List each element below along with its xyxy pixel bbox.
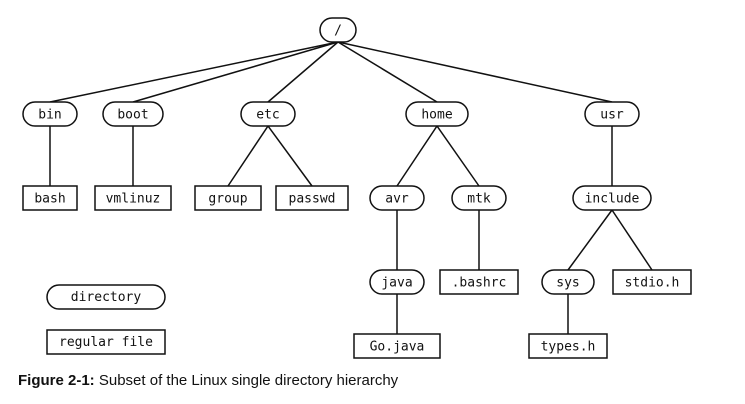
file-node-bash: bash (22, 185, 78, 211)
edge-root-bin (49, 41, 339, 103)
file-shape (94, 185, 172, 211)
node-label: avr (385, 192, 409, 207)
directory-node-home: home (405, 101, 469, 127)
file-shape (528, 333, 608, 359)
node-label: stdio.h (625, 276, 680, 291)
directory-node-sys: sys (541, 269, 595, 295)
edge-etc-group (227, 125, 269, 187)
directory-shape (572, 185, 652, 211)
edge-include-sys (567, 209, 613, 271)
directory-shape (541, 269, 595, 295)
directory-node-usr: usr (584, 101, 640, 127)
node-label: bash (34, 192, 65, 207)
tree-edges (49, 41, 653, 334)
node-label: group (208, 192, 247, 207)
directory-shape (319, 17, 357, 43)
node-label: mtk (467, 192, 491, 207)
edge-root-boot (132, 41, 339, 103)
legend-directory-shape (46, 284, 166, 310)
directory-shape (369, 185, 425, 211)
directory-node-root: / (319, 17, 357, 43)
figure-caption: Figure 2-1: Subset of the Linux single d… (18, 372, 398, 389)
directory-shape (405, 101, 469, 127)
node-label: bin (38, 108, 61, 123)
legend: directory regular file (46, 284, 166, 355)
file-node-gojava: Go.java (353, 333, 441, 359)
edge-include-stdio (611, 209, 653, 271)
directory-node-java: java (369, 269, 425, 295)
directory-node-etc: etc (240, 101, 296, 127)
file-node-typesh: types.h (528, 333, 608, 359)
file-shape (439, 269, 519, 295)
directory-shape (369, 269, 425, 295)
figure-number: Figure 2-1: (18, 372, 95, 389)
node-label: / (334, 24, 342, 39)
directory-node-avr: avr (369, 185, 425, 211)
file-node-passwd: passwd (275, 185, 349, 211)
edge-root-usr (337, 41, 613, 103)
directory-shape (22, 101, 78, 127)
node-label: sys (556, 276, 579, 291)
directory-shape (102, 101, 164, 127)
directory-node-boot: boot (102, 101, 164, 127)
file-shape (275, 185, 349, 211)
directory-shape (240, 101, 296, 127)
node-label: home (421, 108, 452, 123)
edge-etc-passwd (267, 125, 313, 187)
legend-file-label: regular file (59, 335, 153, 350)
file-node-bashrc: .bashrc (439, 269, 519, 295)
legend-directory-label: directory (71, 290, 142, 305)
caption-text: Subset of the Linux single directory hie… (94, 372, 399, 389)
directory-node-bin: bin (22, 101, 78, 127)
file-node-group: group (194, 185, 262, 211)
node-label: passwd (289, 192, 336, 207)
node-label: boot (117, 108, 148, 123)
file-shape (22, 185, 78, 211)
node-label: include (585, 192, 640, 207)
legend-file-shape (46, 329, 166, 355)
directory-shape (451, 185, 507, 211)
edge-root-etc (267, 41, 339, 103)
directory-node-mtk: mtk (451, 185, 507, 211)
file-shape (194, 185, 262, 211)
directory-shape (584, 101, 640, 127)
edge-home-mtk (436, 125, 480, 187)
tree-nodes: / bin boot etc home usr bash vmlinuz group passwd… (22, 17, 692, 359)
edge-home-avr (396, 125, 438, 187)
file-shape (353, 333, 441, 359)
node-label: vmlinuz (106, 192, 161, 207)
node-label: java (381, 276, 412, 291)
node-label: Go.java (370, 340, 425, 355)
edge-root-home (337, 41, 438, 103)
node-label: types.h (541, 340, 596, 355)
node-label: usr (600, 108, 624, 123)
file-node-stdio: stdio.h (612, 269, 692, 295)
directory-node-include: include (572, 185, 652, 211)
node-label: .bashrc (452, 276, 507, 291)
node-label: etc (256, 108, 279, 123)
file-shape (612, 269, 692, 295)
file-node-vmlinuz: vmlinuz (94, 185, 172, 211)
